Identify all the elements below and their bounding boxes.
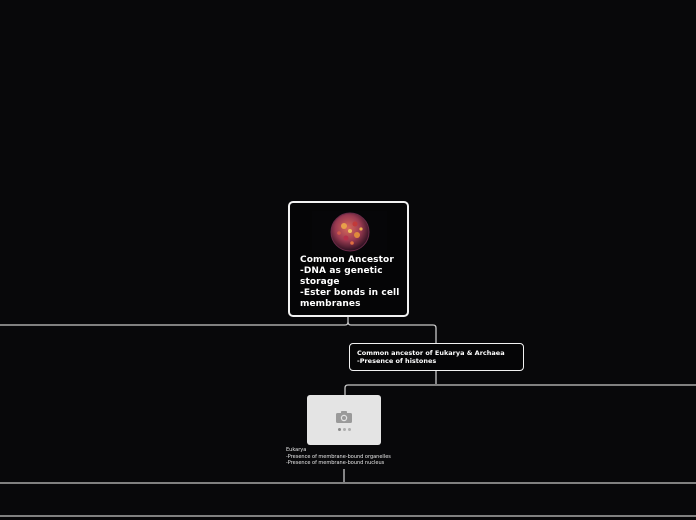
carousel-dot[interactable]	[342, 427, 346, 431]
connector-child-right	[344, 384, 696, 395]
virus-cell-image	[312, 211, 387, 253]
carousel-dot[interactable]	[337, 427, 341, 431]
eukarya-topic-text[interactable]: Eukarya -Presence of membrane-bound orga…	[286, 447, 391, 466]
carousel-dot[interactable]	[347, 427, 351, 431]
connector-root-left	[0, 317, 349, 326]
eukarya-archaea-node[interactable]: Common ancestor of Eukarya & Archaea -Pr…	[349, 343, 524, 371]
virus-cell-icon	[330, 212, 369, 252]
root-topic-node[interactable]: Common Ancestor -DNA as genetic storage …	[288, 201, 409, 317]
carousel-dots	[337, 427, 351, 431]
root-topic-text: Common Ancestor -DNA as genetic storage …	[300, 255, 400, 309]
connector-root-child	[347, 321, 437, 343]
image-placeholder-card[interactable]	[307, 395, 381, 445]
camera-icon	[336, 410, 352, 423]
eukarya-archaea-text: Common ancestor of Eukarya & Archaea -Pr…	[357, 349, 505, 365]
